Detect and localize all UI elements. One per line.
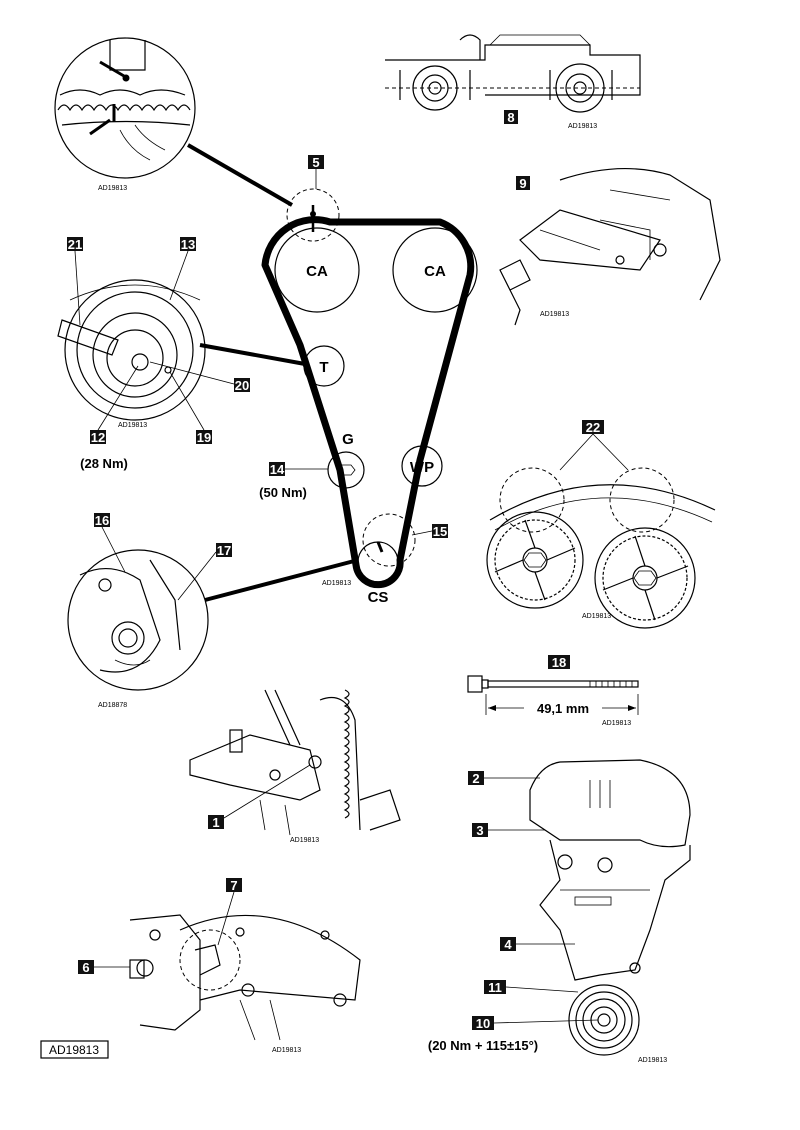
guide-pulley — [327, 451, 365, 489]
callout-18: 18 — [552, 655, 566, 670]
callout-16: 16 — [95, 513, 109, 528]
code-flywheel: AD19813 — [272, 1047, 301, 1054]
callout-12: 12 — [91, 430, 105, 445]
label-guide: G — [342, 431, 354, 448]
detail-engine-block-flywheel: 1 AD19813 — [189, 689, 401, 844]
belt-layout: CA CA T G WP CS 5 15 14 (50 Nm) AD19813 — [259, 155, 478, 606]
detail-belt-alignment-mark: AD19813 — [54, 37, 196, 192]
label-cam-right: CA — [424, 263, 446, 280]
label-cam-left: CA — [306, 263, 328, 280]
main-code-label: AD19813 — [49, 1043, 99, 1057]
code-top-left: AD19813 — [98, 185, 127, 192]
detail-camshaft-locking: 8 AD19813 — [385, 34, 641, 130]
timing-belt — [261, 216, 475, 589]
main-drawing-code: AD19813 — [40, 1040, 109, 1059]
bolt-length-dimension: 49,1 mm — [537, 701, 589, 716]
callout-10: 10 — [476, 1016, 490, 1031]
callout-4: 4 — [504, 937, 512, 952]
detail-tensioner: 21 13 20 12 (28 Nm) 19 AD19813 — [57, 237, 250, 471]
callout-8: 8 — [507, 110, 514, 125]
callout-14: 14 — [270, 462, 285, 477]
callout-22: 22 — [586, 420, 600, 435]
callout-2: 2 — [472, 771, 479, 786]
code-crank: AD18878 — [98, 702, 127, 709]
callout-17: 17 — [217, 543, 231, 558]
callout-13: 13 — [181, 237, 195, 252]
detail-flywheel-lock: 7 6 AD19813 — [78, 878, 361, 1054]
camshaft-pulley-left — [274, 227, 360, 313]
code-belt-layout: AD19813 — [322, 580, 351, 587]
callout-6: 6 — [82, 960, 89, 975]
callout-21: 21 — [68, 237, 82, 252]
torque-tensioner: (28 Nm) — [80, 456, 128, 471]
callout-20: 20 — [235, 378, 249, 393]
code-top-right: AD19813 — [568, 123, 597, 130]
callout-15: 15 — [433, 524, 447, 539]
torque-guide: (50 Nm) — [259, 485, 307, 500]
code-tensioner: AD19813 — [118, 422, 147, 429]
water-pump-pulley — [401, 445, 443, 487]
label-water-pump: WP — [410, 459, 434, 476]
label-crankshaft: CS — [368, 589, 389, 606]
callout-9: 9 — [519, 176, 526, 191]
code-covers: AD19813 — [638, 1057, 667, 1064]
detail-locking-tool: 9 AD19813 — [499, 167, 721, 326]
callout-5: 5 — [312, 155, 319, 170]
callout-3: 3 — [476, 823, 483, 838]
torque-crank-bolt: (20 Nm + 115±15°) — [428, 1038, 538, 1053]
label-tensioner: T — [319, 359, 328, 376]
code-block: AD19813 — [290, 837, 319, 844]
detail-timing-covers: 2 3 4 11 10 (20 Nm + 115±15°) AD19813 — [428, 759, 691, 1064]
tensioner-pulley — [303, 345, 345, 387]
camshaft-pulley-right — [392, 227, 478, 313]
code-sprockets: AD19813 — [582, 613, 611, 620]
callout-11: 11 — [488, 980, 502, 995]
callout-7: 7 — [230, 878, 237, 893]
leader-line-top-left — [187, 143, 293, 207]
leader-line-tensioner — [199, 343, 306, 366]
code-bolt: AD19813 — [602, 720, 631, 727]
callout-1: 1 — [212, 815, 219, 830]
callout-19: 19 — [197, 430, 211, 445]
detail-crankshaft-position: 16 17 AD18878 — [67, 513, 232, 709]
leader-line-crank — [204, 558, 359, 602]
detail-bolt-length: 18 49,1 mm AD19813 — [467, 655, 639, 727]
detail-cam-sprockets: 22 AD19813 — [486, 420, 716, 629]
code-tool: AD19813 — [540, 311, 569, 318]
